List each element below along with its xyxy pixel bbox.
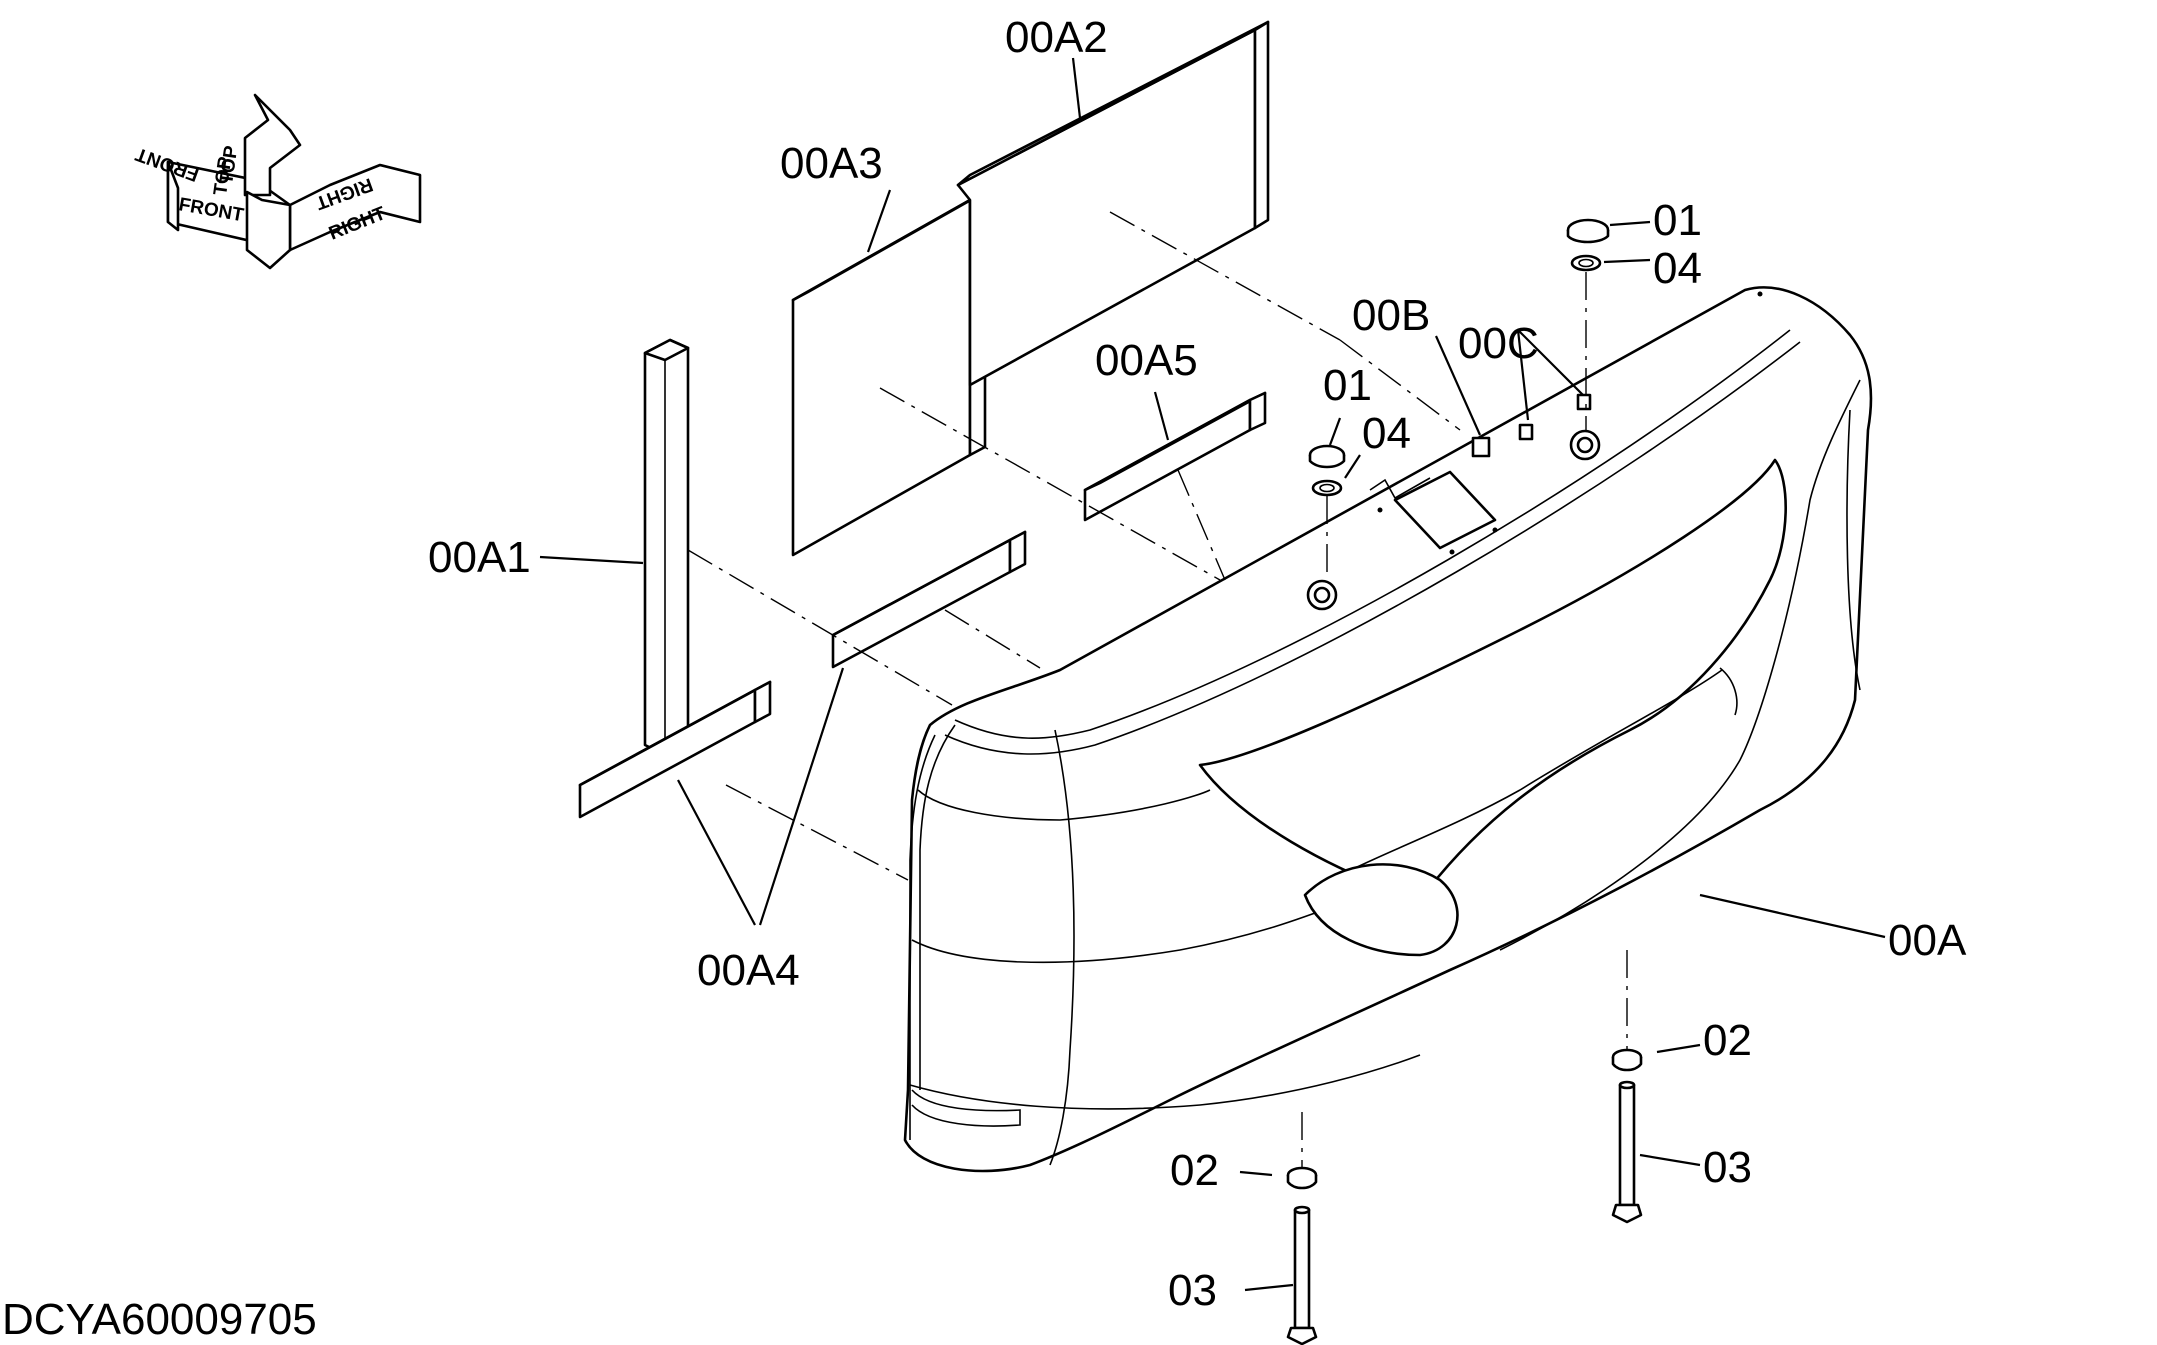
callout-03-left: 03 (1168, 1266, 1217, 1315)
leader-lines (539, 57, 1886, 1292)
callout-00B: 00B (1352, 291, 1430, 340)
callout-02-right: 02 (1703, 1016, 1752, 1065)
bar-00A5 (1083, 391, 1267, 522)
callout-labels: 00A2 00A3 00A5 00A1 00A4 00B 00C 00A 01 … (428, 13, 1967, 1315)
washer-04-right (1570, 254, 1602, 272)
drawing-code: DCYA60009705 (2, 1295, 317, 1344)
orientation-marker-icon: FRONT TOP RIGHT TOP FRONT RIGHT (133, 93, 422, 270)
bolt-03-right (1611, 1080, 1643, 1224)
callout-00A: 00A (1888, 916, 1967, 965)
washer-02-left (1286, 1166, 1318, 1190)
callout-00A3: 00A3 (780, 139, 883, 188)
callout-01-right: 01 (1653, 196, 1702, 245)
bolt-03-left (1286, 1205, 1318, 1345)
plate-00A2 (956, 20, 1270, 387)
callout-03-right: 03 (1703, 1143, 1752, 1192)
callout-00A5: 00A5 (1095, 336, 1198, 385)
plate-00A3 (791, 190, 987, 557)
post-00A1 (643, 338, 690, 757)
callout-00A4: 00A4 (697, 946, 800, 995)
bar-00A4-lower (578, 680, 772, 819)
washer-04-left (1311, 479, 1343, 497)
callout-00A2: 00A2 (1005, 13, 1108, 62)
callout-04-right: 04 (1653, 244, 1702, 293)
cap-01-left (1308, 444, 1346, 469)
assembly-centerlines (687, 211, 1628, 1168)
callout-02-left: 02 (1170, 1146, 1219, 1195)
cap-01-right (1566, 218, 1610, 244)
washer-02-right (1611, 1048, 1643, 1072)
bar-00A4-upper (831, 530, 1027, 669)
callout-01-left: 01 (1323, 361, 1372, 410)
callout-00C: 00C (1458, 319, 1539, 368)
callout-04-left: 04 (1362, 409, 1411, 458)
counterweight-body-00A (903, 286, 1873, 1173)
callout-00A1: 00A1 (428, 533, 531, 582)
